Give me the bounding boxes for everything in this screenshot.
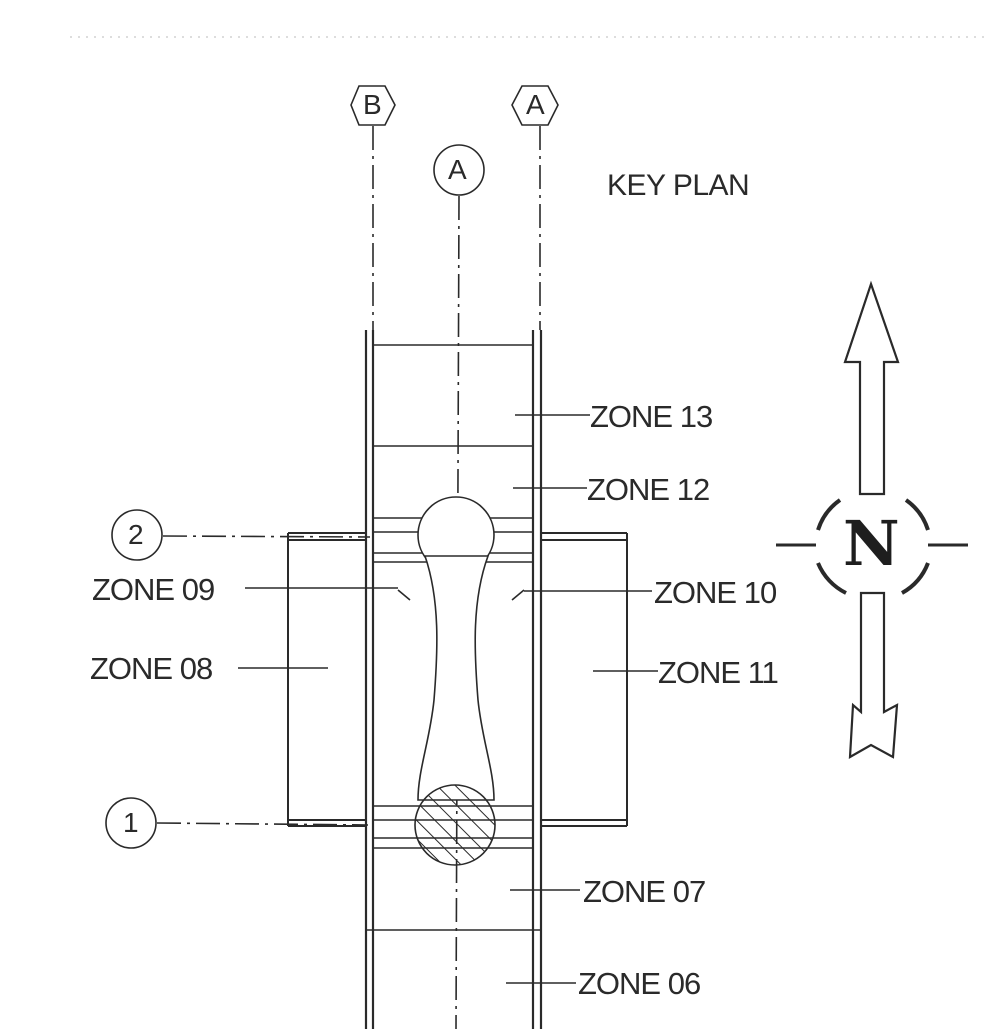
grid-bubble-a-circle (433, 144, 485, 196)
core-circle-south (414, 784, 496, 866)
grid-label-2: 2 (128, 519, 144, 550)
zone-08-label: ZONE 08 (90, 651, 213, 686)
north-arrow-icon (776, 280, 968, 759)
grid-bubble-a-hex (511, 85, 559, 126)
grid-label-b: B (363, 89, 382, 120)
zone-12-label: ZONE 12 (587, 472, 710, 507)
grid-bubble-1 (105, 797, 157, 849)
zone-07-label: ZONE 07 (583, 874, 706, 909)
grid-bubble-b (350, 85, 396, 126)
zone-13-label: ZONE 13 (590, 399, 713, 434)
grid-line-a-center (455, 195, 460, 1029)
zone-leader-lines (238, 414, 658, 984)
east-wing (541, 532, 628, 827)
zone-06-label: ZONE 06 (578, 966, 701, 1001)
wall-tick (397, 589, 411, 601)
west-wing (287, 532, 366, 827)
core-link (417, 555, 495, 801)
grid-line-2 (162, 535, 371, 538)
grid-label-a-center: A (448, 154, 467, 185)
grid-bubble-2 (111, 509, 163, 561)
zone-11-label: ZONE 11 (658, 655, 779, 690)
zone-09-label: ZONE 09 (92, 572, 215, 607)
north-letter: N (843, 507, 900, 580)
zone-10-label: ZONE 10 (654, 575, 777, 610)
grid-label-a-east: A (526, 89, 545, 120)
key-plan-title: KEY PLAN (607, 169, 750, 202)
grid-label-1: 1 (123, 807, 139, 838)
wall-tick (511, 589, 525, 601)
grid-line-1 (156, 822, 369, 826)
